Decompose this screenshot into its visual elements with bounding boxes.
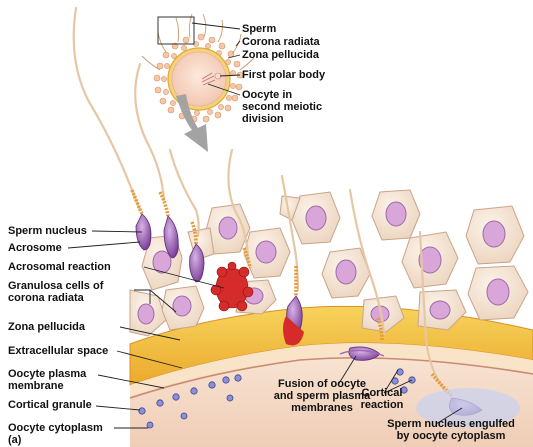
label-first-polar-body: First polar body (242, 69, 326, 81)
granulosa-cells (129, 189, 529, 337)
granulosa-cell (291, 191, 341, 245)
label-oocyte-cytoplasm: Oocyte cytoplasm (8, 422, 103, 434)
zoom-box (157, 16, 195, 45)
extracellular-space (130, 343, 533, 396)
sperm-head (189, 243, 205, 283)
sperm-head (135, 213, 152, 251)
figure-tag: (a) (8, 434, 22, 446)
granulosa-cell (279, 195, 301, 221)
acrosomal-reaction (210, 261, 254, 312)
label-sperm: Sperm (242, 23, 277, 35)
granulosa-cell (417, 289, 467, 331)
label-acrosomal-reaction: Acrosomal reaction (8, 261, 111, 273)
engulfment-zone (416, 388, 520, 428)
granulosa-cell (401, 231, 459, 289)
spindle-figure (201, 72, 216, 86)
granulosa-cell (321, 247, 371, 299)
label-zona-pellucida: Zona pellucida (8, 321, 86, 333)
label-acrosome: Acrosome (8, 242, 62, 254)
label-extracellular-space: Extracellular space (8, 345, 109, 357)
acrosome-tip (283, 316, 304, 346)
fusion-membrane (339, 349, 385, 357)
label-sperm-nucleus: Sperm nucleus (8, 225, 87, 237)
zoom-arrow (176, 94, 208, 152)
label-corona-radiata: Corona radiata (242, 36, 320, 48)
granulosa-cell (161, 285, 205, 331)
granulosa-cell (361, 295, 405, 333)
granulosa-cell (465, 205, 525, 265)
sperm-tails (72, 6, 448, 394)
oocyte-overview (141, 13, 255, 123)
small-sperm (141, 13, 255, 71)
oocyte-plasma-membrane (129, 357, 533, 399)
granulosa-cell (129, 289, 167, 337)
sperm-head (163, 215, 179, 259)
granulosa-cell (371, 189, 421, 241)
corona-radiata-ring (153, 33, 244, 123)
leader-lines (67, 22, 463, 429)
granulosa-cell (467, 265, 529, 321)
oocyte-body (171, 51, 227, 107)
label-cortical-granule: Cortical granule (8, 399, 92, 411)
granulosa-cell (243, 227, 291, 279)
label-zona-pellucida-top: Zona pellucida (242, 49, 320, 61)
